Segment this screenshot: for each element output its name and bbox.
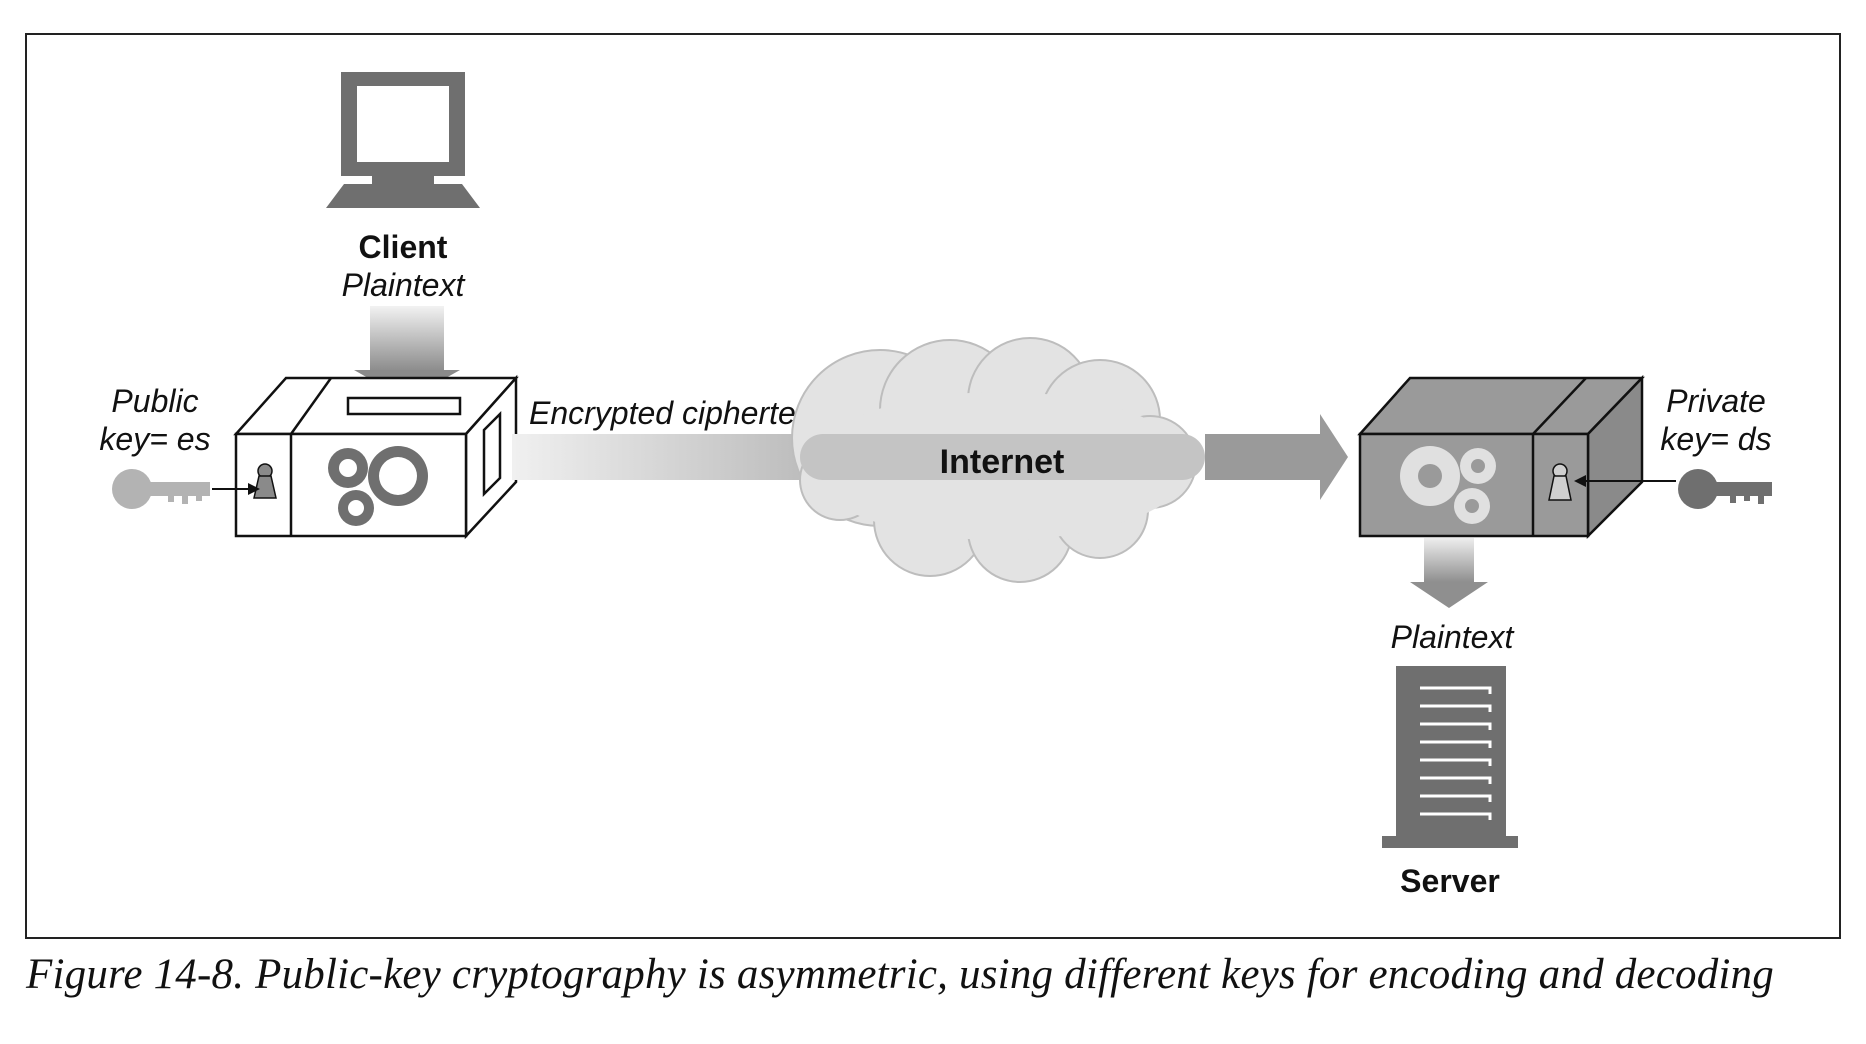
private-key-label-line1: Private [1666, 383, 1766, 419]
ciphertext-arrow-to-server [1205, 414, 1348, 500]
client-label: Client [359, 229, 448, 265]
public-key-arrow [212, 483, 260, 495]
public-key-label-line1: Public [111, 383, 198, 419]
figure-caption: Figure 14-8. Public-key cryptography is … [26, 951, 1774, 998]
public-key-icon [112, 469, 210, 509]
internet-label: Internet [940, 443, 1065, 481]
ciphertext-band [512, 434, 802, 480]
private-key-label-line2: key= ds [1660, 421, 1771, 457]
private-key-arrow [1574, 475, 1676, 487]
internet-band [800, 434, 1205, 480]
client-plaintext-label: Plaintext [342, 267, 466, 303]
server-decryption-box [1357, 374, 1645, 540]
server-plaintext-label: Plaintext [1391, 619, 1515, 655]
client-gears-icon [328, 446, 428, 526]
server-keyhole-icon [1548, 463, 1572, 501]
plaintext-down-arrow-server [1410, 538, 1488, 608]
server-gears-icon [1400, 446, 1496, 524]
server-label: Server [1400, 863, 1500, 899]
server-tower-icon [1382, 666, 1518, 848]
private-key-icon [1678, 469, 1772, 509]
client-computer-icon [326, 72, 480, 208]
public-key-label-line2: key= es [99, 421, 210, 457]
encrypted-ciphertext-label: Encrypted ciphertext [529, 395, 822, 431]
